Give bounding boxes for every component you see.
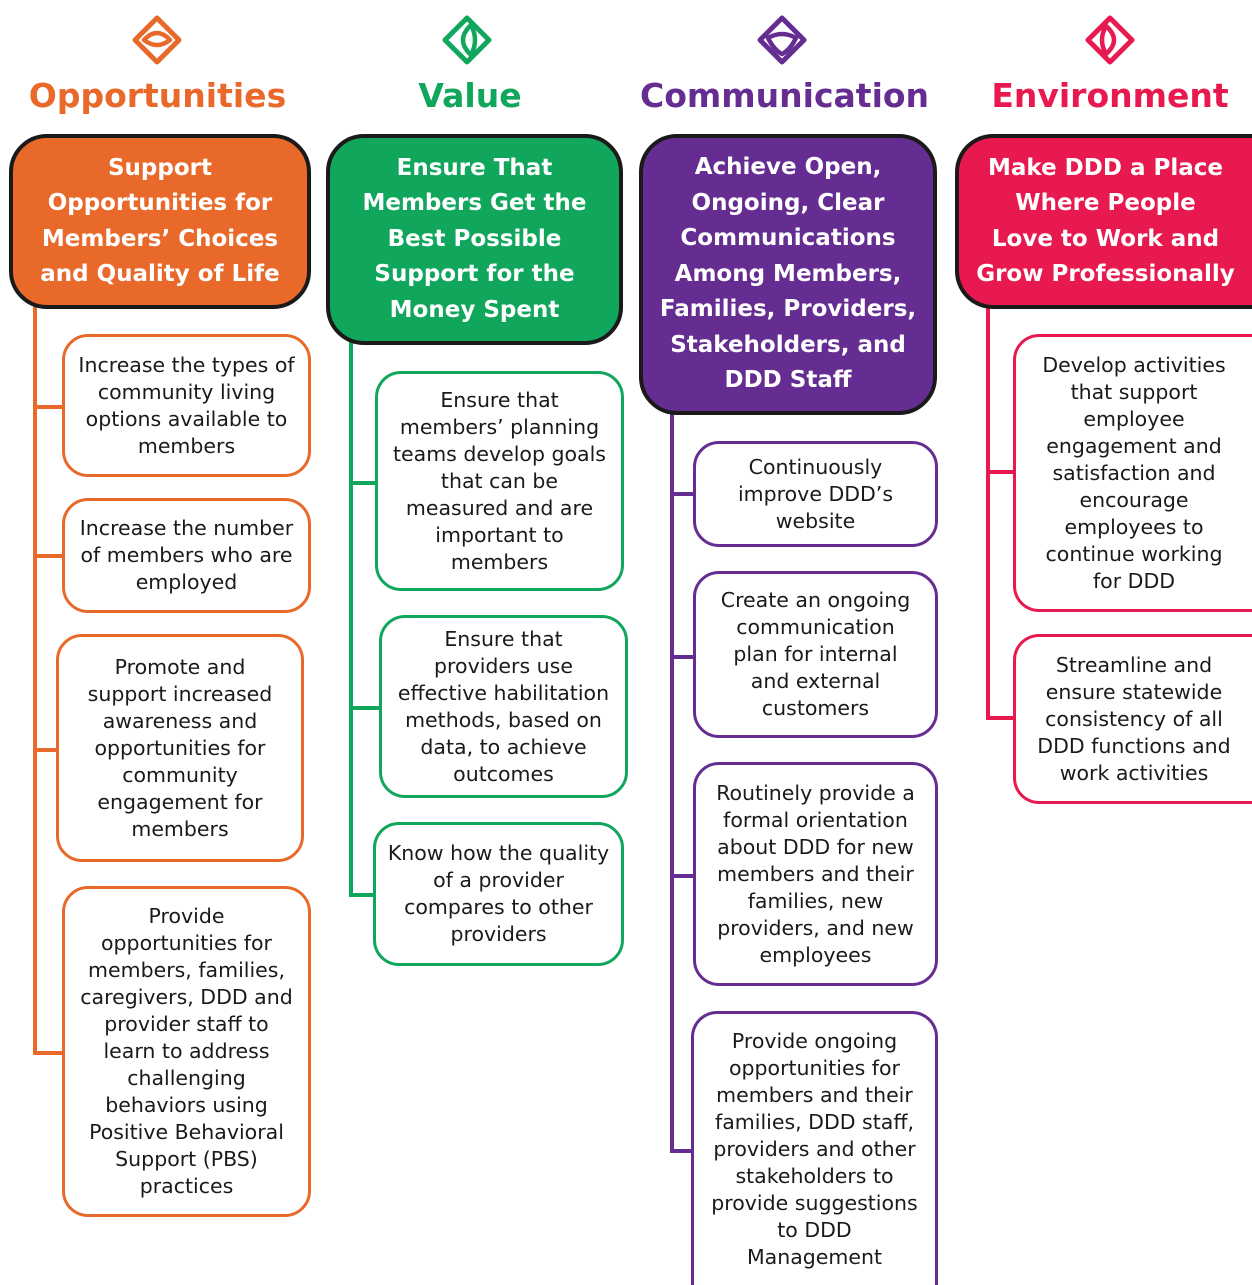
connector-vertical (670, 400, 674, 1152)
connector-branch (986, 470, 1016, 474)
objective-text: Ensure that providers use effective habi… (397, 626, 610, 786)
connector-vertical (349, 335, 353, 896)
objective-box: Ensure that providers use effective habi… (379, 615, 628, 798)
connector-branch (670, 492, 696, 496)
objective-box: Know how the quality of a provider compa… (373, 822, 624, 966)
objective-box: Increase the types of community living o… (62, 334, 311, 477)
column-title-environment: Environment (991, 76, 1229, 115)
objective-box: Provide ongoing opportunities for member… (691, 1011, 938, 1285)
objective-text: Promote and support increased awareness … (87, 654, 273, 841)
connector-vertical (986, 300, 990, 720)
objective-text: Increase the types of community living o… (78, 352, 295, 458)
objective-box: Provide opportunities for members, famil… (62, 886, 311, 1217)
heading-text: Support Opportunities for Members’ Choic… (40, 154, 280, 288)
objective-box: Continuously improve DDD’s website (693, 441, 938, 547)
value-diamond-icon (441, 14, 493, 66)
connector-branch (670, 1149, 694, 1153)
objective-box: Create an ongoing communication plan for… (693, 571, 938, 738)
heading-box-communication: Achieve Open, Ongoing, Clear Communicati… (639, 134, 937, 415)
environment-diamond-icon (1084, 14, 1136, 66)
connector-branch (670, 655, 696, 659)
connector-branch (670, 874, 696, 878)
heading-text: Ensure That Members Get the Best Possibl… (362, 154, 587, 323)
objective-box: Increase the number of members who are e… (62, 498, 311, 613)
connector-branch (33, 405, 65, 409)
objective-text: Develop activities that support employee… (1042, 352, 1226, 593)
connector-branch (33, 748, 59, 752)
heading-box-opportunities: Support Opportunities for Members’ Choic… (9, 134, 311, 309)
connector-branch (33, 1051, 65, 1055)
connector-branch (349, 893, 375, 897)
objective-text: Streamline and ensure statewide consiste… (1037, 652, 1231, 785)
connector-branch (986, 716, 1016, 720)
column-title-value: Value (418, 76, 522, 115)
objective-text: Provide opportunities for members, famil… (80, 904, 293, 1198)
objective-text: Provide ongoing opportunities for member… (711, 1029, 918, 1269)
connector-branch (349, 481, 377, 485)
heading-box-environment: Make DDD a Place Where People Love to Wo… (955, 134, 1252, 309)
connector-branch (33, 554, 65, 558)
objective-box: Routinely provide a formal orientation a… (693, 762, 938, 986)
objective-text: Increase the number of members who are e… (79, 516, 294, 594)
heading-box-value: Ensure That Members Get the Best Possibl… (326, 134, 623, 345)
objective-box: Streamline and ensure statewide consiste… (1013, 634, 1252, 804)
communication-diamond-icon (756, 14, 808, 66)
connector-branch (349, 706, 381, 710)
heading-text: Achieve Open, Ongoing, Clear Communicati… (659, 154, 917, 394)
objective-text: Create an ongoing communication plan for… (720, 588, 911, 720)
objective-text: Ensure that members’ planning teams deve… (392, 387, 606, 574)
column-title-communication: Communication (640, 76, 930, 115)
objective-box: Promote and support increased awareness … (56, 634, 304, 862)
objective-box: Develop activities that support employee… (1013, 334, 1252, 612)
objective-text: Continuously improve DDD’s website (737, 454, 893, 533)
connector-vertical (33, 300, 37, 1053)
column-title-opportunities: Opportunities (28, 76, 287, 115)
opportunities-diamond-icon (131, 14, 183, 66)
heading-text: Make DDD a Place Where People Love to Wo… (976, 154, 1235, 288)
objective-text: Routinely provide a formal orientation a… (716, 780, 915, 967)
objective-text: Know how the quality of a provider compa… (387, 841, 610, 946)
objective-box: Ensure that members’ planning teams deve… (375, 371, 624, 591)
